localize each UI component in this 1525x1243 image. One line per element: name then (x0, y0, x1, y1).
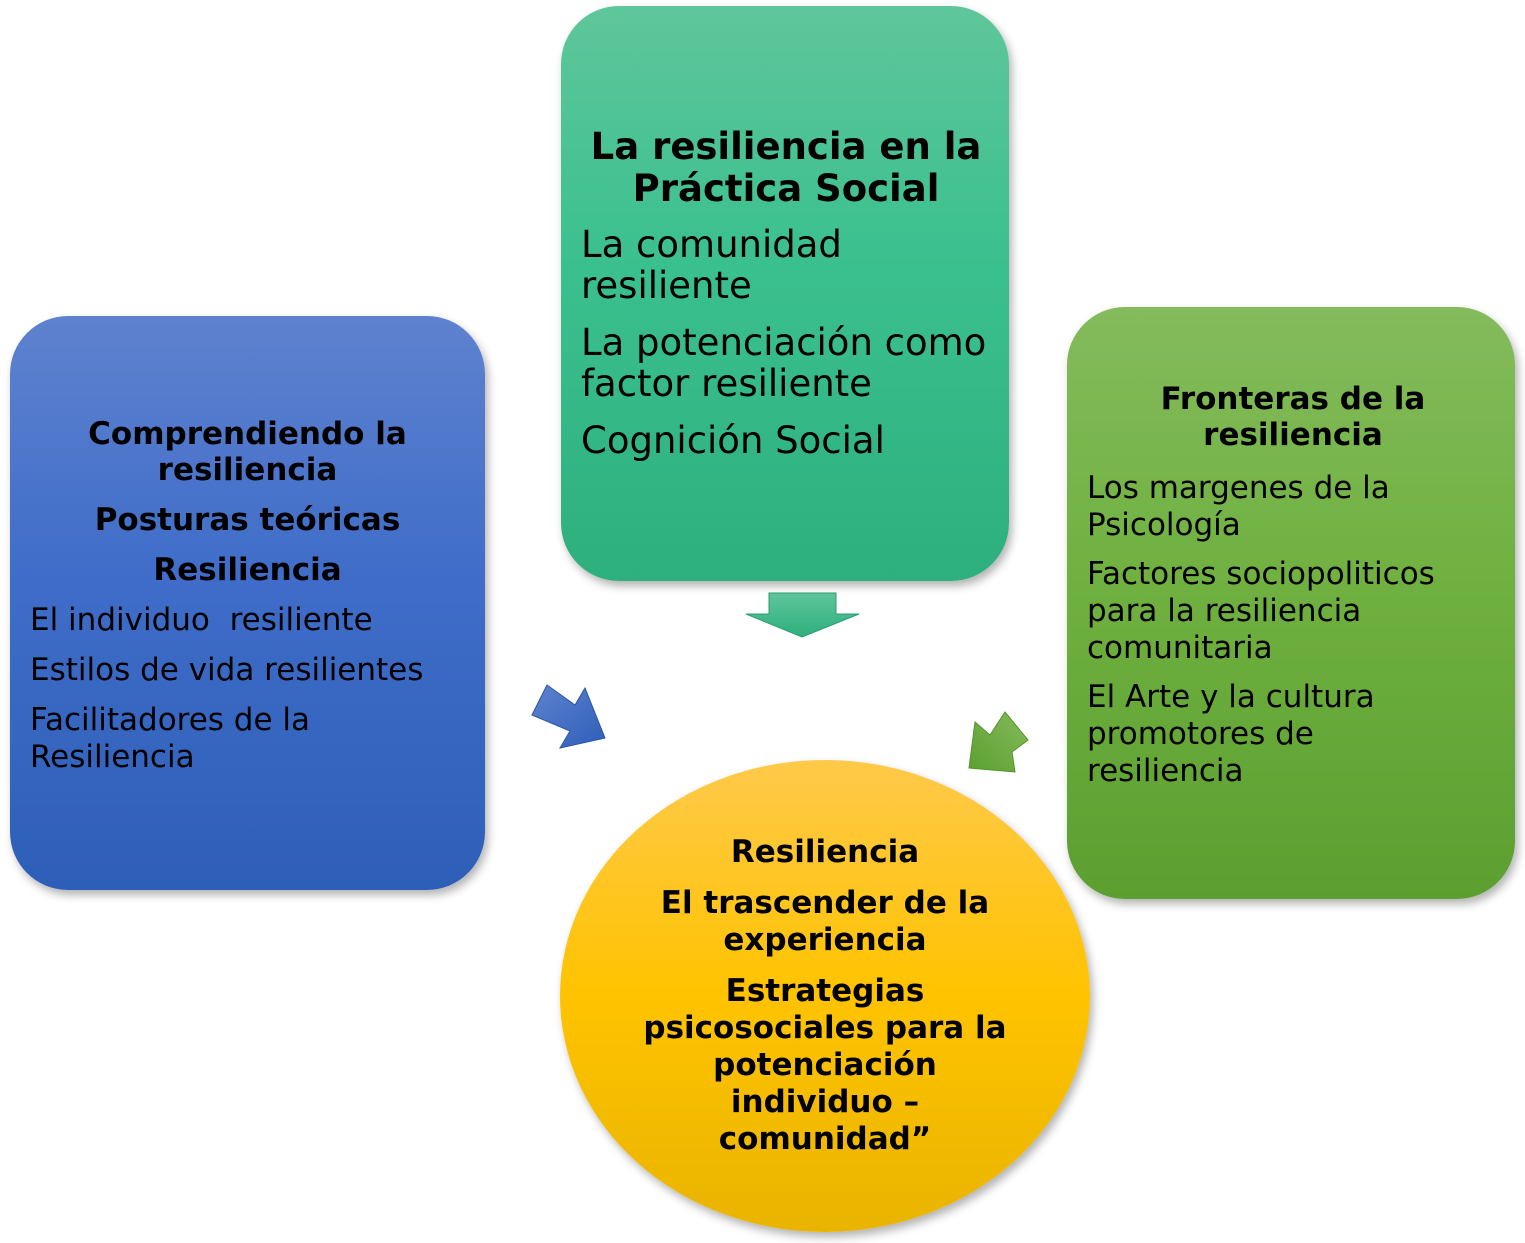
node-item: La potenciación como factor resiliente (581, 321, 987, 405)
node-item: El Arte y la cultura promotores de resil… (1087, 679, 1375, 789)
node-item: La comunidad resiliente (581, 223, 842, 307)
node-heading: El trascender de la experiencia (660, 885, 990, 958)
node-practica-social: La resiliencia en la Práctica Social La … (561, 6, 1009, 581)
node-resiliencia-center: Resiliencia El trascender de la experien… (560, 760, 1090, 1232)
node-heading: Fronteras de la resiliencia (1160, 381, 1426, 453)
node-item: Los margenes de la Psicología (1087, 470, 1390, 543)
arrow-down-icon (745, 592, 860, 638)
node-item: Factores sociopoliticos para la resilien… (1087, 556, 1435, 666)
node-heading: Resiliencia (730, 834, 920, 870)
node-heading: La resiliencia en la Práctica Social (590, 125, 982, 210)
node-item: Facilitadores de la Resiliencia (30, 702, 311, 775)
node-heading: Comprendiendo la resiliencia (88, 416, 407, 488)
node-comprendiendo-resiliencia: Comprendiendo la resiliencia Posturas te… (10, 316, 485, 890)
arrow-diagonal-left-icon (968, 711, 1029, 773)
node-heading: Posturas teóricas (94, 502, 401, 538)
arrow-diagonal-right-icon (531, 684, 606, 749)
node-item: El individuo resiliente (30, 602, 373, 638)
node-item: Cognición Social (581, 419, 885, 462)
node-fronteras-resiliencia: Fronteras de la resiliencia Los margenes… (1067, 307, 1515, 899)
node-heading: Resiliencia (153, 552, 342, 588)
node-item: Estilos de vida resilientes (30, 652, 424, 688)
node-heading: Estrategias psicosociales para la potenc… (643, 973, 1007, 1157)
